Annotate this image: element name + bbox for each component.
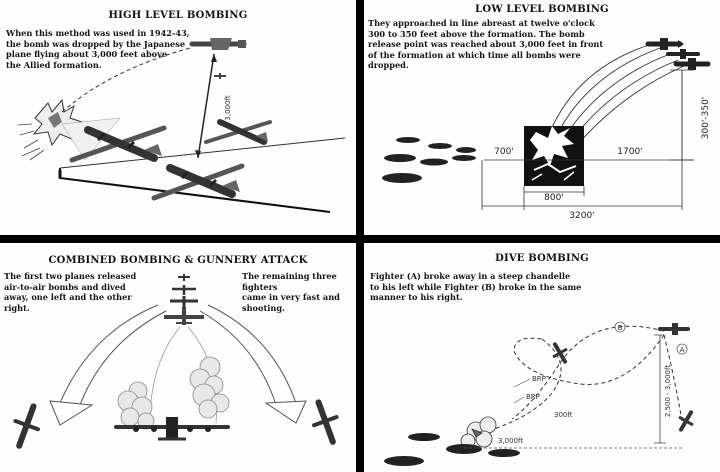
small-plane	[214, 73, 226, 79]
panel-title: DIVE BOMBING	[495, 253, 589, 264]
panel-title: LOW LEVEL BOMBING	[475, 4, 609, 15]
low-bombing-diagram: 700' 1700' 800' 3200' 300'-350'	[382, 38, 711, 221]
bomber-right	[204, 119, 272, 145]
combined-attack-diagram	[13, 274, 339, 449]
panel-description: When this method was used in 1942-43, th…	[6, 28, 190, 70]
panel-high-level-bombing: HIGH LEVEL BOMBING When this method was …	[0, 0, 356, 235]
altitude-line	[197, 53, 215, 159]
fighter-left-dive	[13, 403, 40, 449]
fighter-top	[658, 323, 690, 335]
high-bombing-diagram: 3,000ft	[17, 38, 346, 213]
target-box	[524, 126, 584, 186]
dim-right-label: 1700'	[617, 147, 642, 157]
panel-description: Fighter (A) broke away in a steep chande…	[370, 271, 582, 302]
fighter-column	[164, 274, 204, 325]
panel-description-right: The remaining three fighters came in ver…	[242, 271, 340, 313]
attack-planes	[645, 38, 711, 70]
dim-box-label: 800'	[544, 193, 564, 203]
panel-title: HIGH LEVEL BOMBING	[108, 10, 248, 21]
label-a-marker: A	[676, 343, 688, 355]
dim-height-label: 300'-350'	[701, 97, 711, 140]
smoke-cloud-left	[117, 381, 155, 430]
bomber-bottom	[151, 163, 245, 201]
fighter-right-dive	[312, 399, 339, 445]
panel-low-level-bombing: LOW LEVEL BOMBING They approached in lin…	[364, 0, 720, 235]
explosion	[460, 416, 497, 449]
panel-dive-bombing: DIVE BOMBING Fighter (A) broke away in a…	[364, 243, 720, 472]
chandelle-paths	[493, 325, 683, 430]
brp-label-2: BRP	[526, 393, 540, 401]
dive-altitude-label: 2,500 - 3,000ft	[664, 365, 672, 417]
right-dive-arrow	[199, 304, 307, 424]
target-bomber	[114, 417, 230, 441]
left-dive-arrow	[49, 304, 167, 426]
panel-combined-bombing-gunnery: COMBINED BOMBING & GUNNERY ATTACK The fi…	[0, 243, 356, 472]
svg-text:B: B	[618, 324, 623, 332]
svg-text:A: A	[680, 346, 685, 354]
bomber-left	[69, 125, 167, 163]
fighter-right	[678, 410, 694, 432]
alt-300-label: 300ft	[554, 411, 573, 419]
altitude-label: 3,000ft	[224, 95, 232, 120]
ground-plane	[59, 137, 346, 169]
panel-title: COMBINED BOMBING & GUNNERY ATTACK	[48, 255, 308, 266]
dim-total-label: 3200'	[569, 211, 594, 221]
japanese-plane	[189, 38, 247, 50]
bomber-formation	[382, 137, 476, 183]
smoke-cloud-right	[189, 356, 230, 419]
panel-description: They approached in line abreast at twelv…	[368, 18, 604, 70]
bomb-trajectory	[61, 47, 191, 113]
fighter-mid	[552, 342, 568, 364]
horizontal-divider	[0, 235, 720, 243]
dim-left-label: 700'	[494, 147, 514, 157]
panel-description-left: The first two planes released air-to-air…	[4, 271, 137, 313]
dive-bombing-diagram: B A 2,500 - 3,000ft BRP BRP 300ft 3,	[384, 321, 694, 466]
brp-label-1: BRP	[532, 375, 546, 383]
bomber-formation	[384, 433, 520, 466]
alt-3000-label: 3,000ft	[498, 437, 523, 445]
